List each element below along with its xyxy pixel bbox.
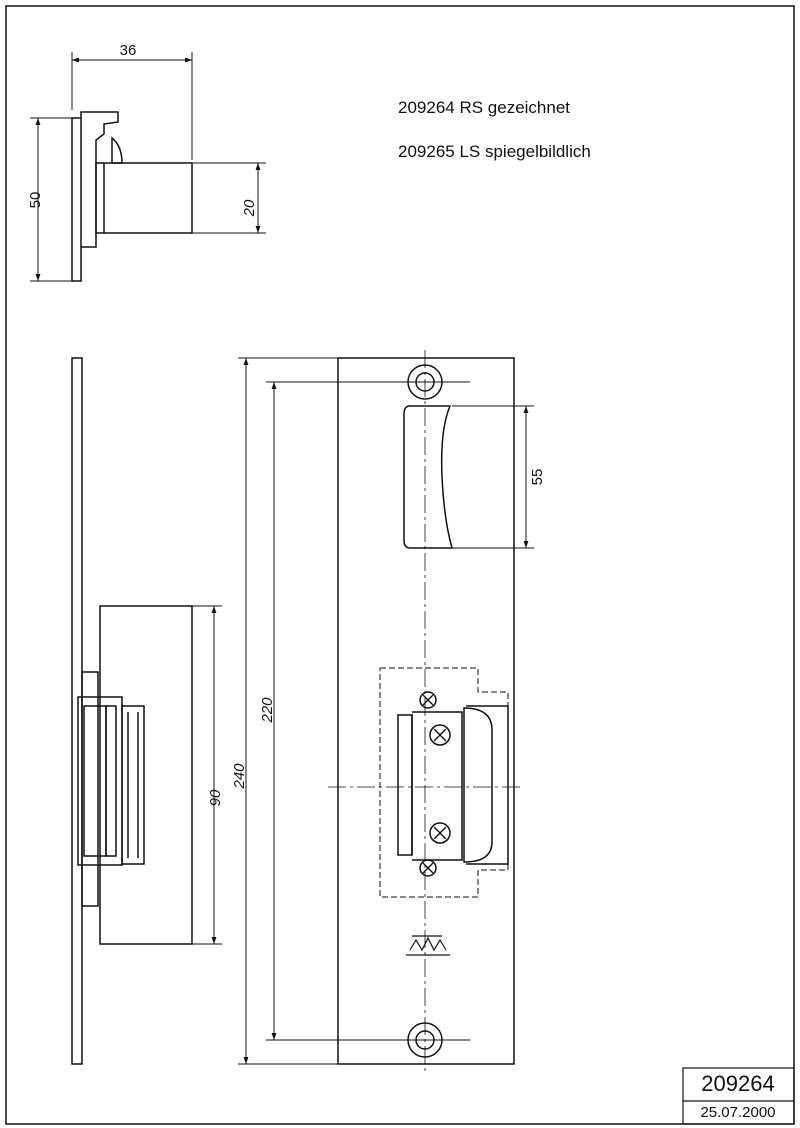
dim-90: 90 (207, 789, 224, 806)
end-view-dimensions (30, 52, 266, 282)
drawing-border (5, 5, 795, 1125)
dim-240: 240 (231, 763, 248, 790)
title-block (682, 1067, 795, 1125)
dim-55: 55 (529, 469, 546, 486)
front-view-dimensions (452, 405, 534, 549)
crown-logo-icon (406, 935, 450, 956)
dim-50: 50 (27, 192, 44, 209)
drawing-date: 25.07.2000 (700, 1104, 776, 1121)
dim-220: 220 (259, 697, 276, 724)
front-view (328, 350, 520, 1072)
dim-20: 20 (241, 199, 258, 217)
side-view (71, 357, 193, 1065)
note-left-hand: 209265 LS spiegelbildlich (398, 142, 591, 161)
end-view (71, 111, 193, 282)
drawing-number: 209264 (701, 1071, 775, 1096)
note-right-hand: 209264 RS gezeichnet (398, 98, 571, 117)
side-view-dimensions (192, 357, 470, 1065)
screw-crosses (422, 694, 447, 874)
dim-36: 36 (120, 42, 137, 59)
